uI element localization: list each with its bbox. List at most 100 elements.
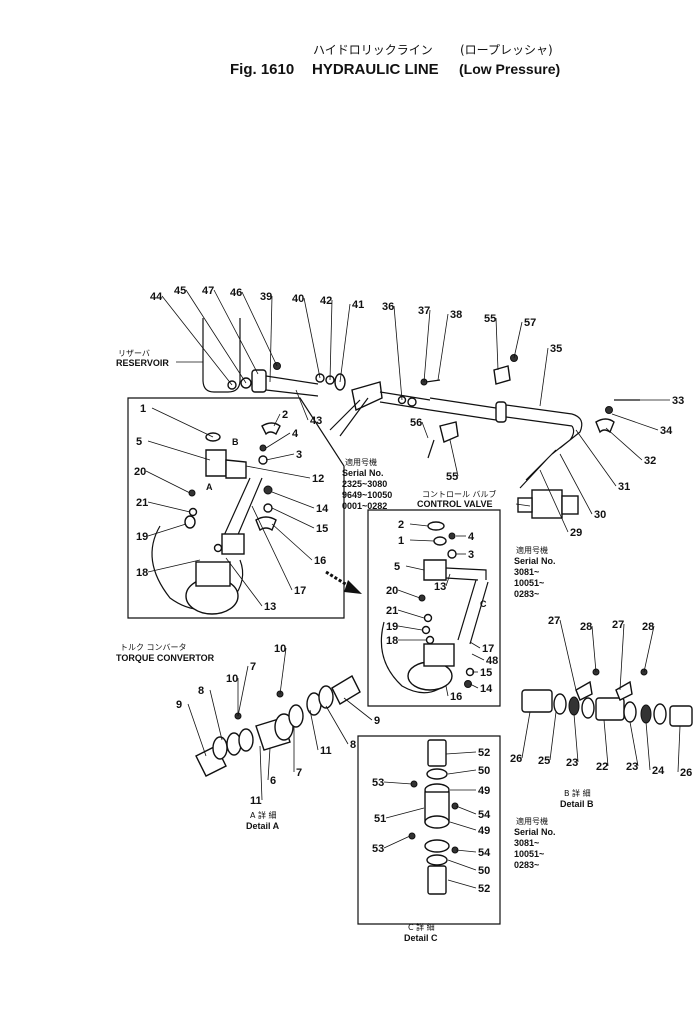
callout-leader xyxy=(339,303,351,383)
callout-detail-b-23: 23 xyxy=(566,757,578,769)
callout-top-40: 40 xyxy=(292,293,304,305)
callout-top-46: 46 xyxy=(230,287,242,299)
detail-c-assembly: C 詳 細 Detail C xyxy=(357,735,501,943)
callout-leader xyxy=(151,407,214,438)
callout-leader xyxy=(405,565,425,571)
callout-leader xyxy=(449,439,459,477)
callout-right-32: 32 xyxy=(644,455,656,467)
callout-inset-left-17: 17 xyxy=(294,585,306,597)
serial-block-mid: 適用号機 Serial No. 3081~ 10051~ 0283~ xyxy=(514,545,556,599)
callout-leader xyxy=(271,507,315,529)
inset-new-serial: C xyxy=(367,509,501,707)
callout-detail-b-26: 26 xyxy=(510,753,522,765)
callout-detail-c-49: 49 xyxy=(478,785,490,797)
callout-detail-a-6: 6 xyxy=(270,775,276,787)
callout-leader xyxy=(445,685,449,697)
callout-inset-right-5: 5 xyxy=(394,561,400,573)
callout-leader xyxy=(629,721,639,767)
callout-leader xyxy=(573,713,579,763)
callout-leader xyxy=(611,413,659,431)
callout-leader xyxy=(423,309,431,383)
callout-leader xyxy=(265,453,295,461)
title-block: ハイドロリックライン (ロープレッシャ) Fig. 1610 HYDRAULIC… xyxy=(230,43,560,78)
callout-leader xyxy=(271,491,315,509)
callout-leader xyxy=(447,879,477,889)
marker-b: B xyxy=(232,437,239,447)
callout-leader xyxy=(447,859,477,871)
inset-torque-convertor: A B トルク コンバータ TORQUE CONVERTOR xyxy=(116,397,345,663)
detail-a-label: Detail A xyxy=(246,821,280,831)
callout-leader xyxy=(437,313,449,381)
svg-text:B 詳 細: B 詳 細 xyxy=(564,788,591,798)
callout-inset-right-17: 17 xyxy=(482,643,494,655)
torque-convertor-label: TORQUE CONVERTOR xyxy=(116,653,215,663)
callout-top-35: 35 xyxy=(550,343,562,355)
callout-leader xyxy=(343,697,373,721)
callout-inset-right-2: 2 xyxy=(398,519,404,531)
callout-leader xyxy=(677,725,681,773)
callout-top-44: 44 xyxy=(150,291,163,303)
svg-text:0001~0282: 0001~0282 xyxy=(342,501,387,511)
callout-inset-left-1: 1 xyxy=(140,403,146,415)
detail-c-label: Detail C xyxy=(404,933,438,943)
callout-inset-right-20: 20 xyxy=(386,585,398,597)
detail-b-label: Detail B xyxy=(560,799,594,809)
callout-top-39: 39 xyxy=(260,291,272,303)
svg-text:Serial No.: Serial No. xyxy=(514,556,556,566)
svg-text:A 詳 細: A 詳 細 xyxy=(250,810,277,820)
callout-leader xyxy=(447,769,477,775)
callout-leader xyxy=(241,291,278,367)
callout-detail-c-52: 52 xyxy=(478,747,490,759)
serial-block-top: 適用号機 Serial No. 2325~3080 9649~10050 000… xyxy=(342,457,392,511)
main-pipe-run: コントロール バルブ CONTROL VALVE xyxy=(227,354,640,519)
figure-number: Fig. 1610 xyxy=(230,61,294,78)
callout-leader xyxy=(445,751,477,755)
callout-leader xyxy=(213,289,259,375)
callout-right-55: 55 xyxy=(446,471,458,483)
svg-text:0283~: 0283~ xyxy=(514,860,539,870)
callout-leader xyxy=(449,821,477,831)
callout-inset-right-15: 15 xyxy=(480,667,492,679)
detail-a-assembly: A 詳 細 Detail A xyxy=(195,675,361,831)
callout-top-42: 42 xyxy=(320,295,332,307)
callout-inset-left-5: 5 xyxy=(136,436,142,448)
callout-detail-c-52: 52 xyxy=(478,883,490,895)
svg-text:3081~: 3081~ xyxy=(514,838,539,848)
callout-leader xyxy=(279,647,287,695)
callout-leader xyxy=(147,559,201,573)
callout-leader xyxy=(471,653,485,661)
callout-leader xyxy=(265,432,291,449)
serial-block-bot: 適用号機 Serial No. 3081~ 10051~ 0283~ xyxy=(514,816,556,870)
callout-leader xyxy=(539,469,569,533)
callout-inset-right-14: 14 xyxy=(480,683,493,695)
callout-leader xyxy=(469,641,481,649)
callout-leader xyxy=(237,665,249,717)
callout-detail-a-8: 8 xyxy=(198,685,204,697)
callout-inset-left-3: 3 xyxy=(296,449,302,461)
callout-detail-c-50: 50 xyxy=(478,865,490,877)
callout-leader xyxy=(187,703,207,757)
callout-leader xyxy=(147,523,187,537)
callout-top-47: 47 xyxy=(202,285,214,297)
callout-leader xyxy=(469,683,479,689)
callout-inset-left-21: 21 xyxy=(136,497,148,509)
callout-inset-right-1: 1 xyxy=(398,535,404,547)
callout-detail-b-22: 22 xyxy=(596,761,608,773)
marker-a: A xyxy=(206,482,213,492)
callout-leader xyxy=(259,745,263,801)
callout-leader xyxy=(145,470,191,494)
reservoir-jp: リザーバ xyxy=(118,349,150,358)
callout-leader xyxy=(513,321,523,359)
callout-inset-left-4: 4 xyxy=(292,428,299,440)
callout-leader xyxy=(455,849,477,853)
callout-right-43: 43 xyxy=(310,415,322,427)
callout-leader xyxy=(273,413,281,427)
callout-detail-c-54: 54 xyxy=(478,847,491,859)
callout-leader xyxy=(605,427,643,461)
callout-inset-left-15: 15 xyxy=(316,523,328,535)
callout-leader xyxy=(209,689,223,741)
callout-leader xyxy=(251,505,293,591)
callout-detail-a-9: 9 xyxy=(176,699,182,711)
title-jp: ハイドロリックライン xyxy=(313,43,433,57)
callout-detail-b-25: 25 xyxy=(538,755,550,767)
